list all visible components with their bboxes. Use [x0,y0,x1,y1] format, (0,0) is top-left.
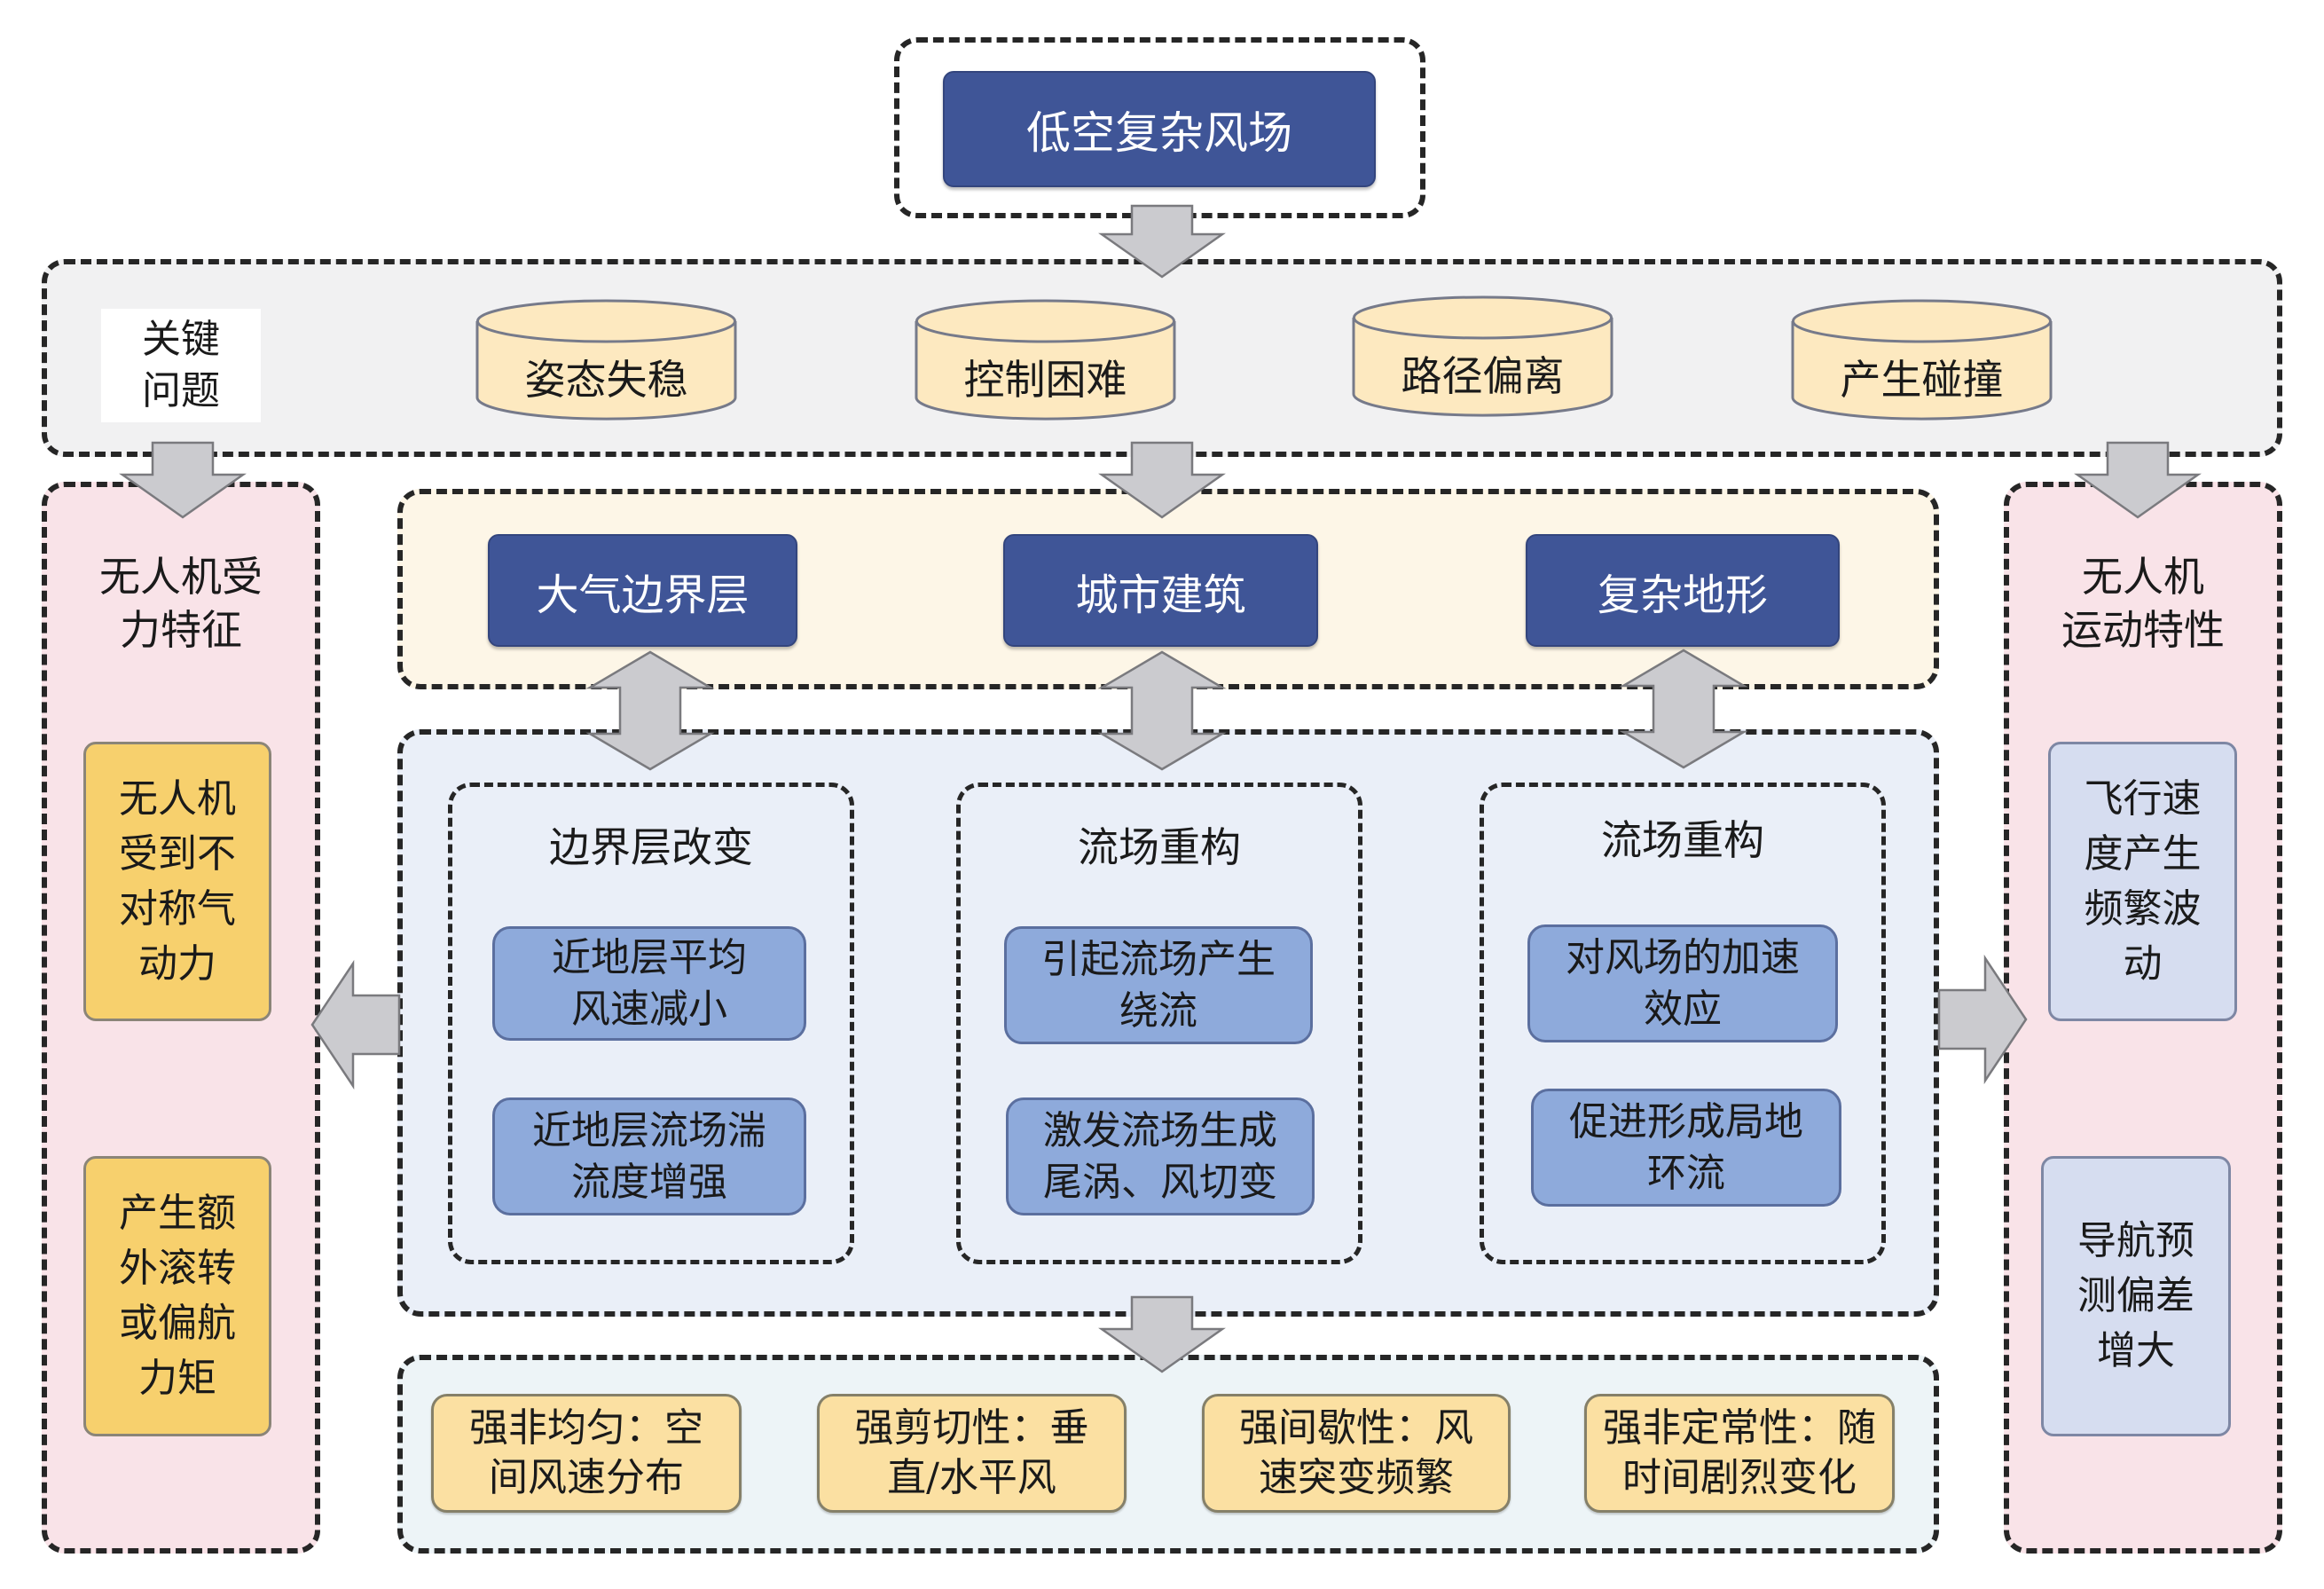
effect-column [956,783,1362,1264]
factor-label: 大气边界层 [536,570,750,620]
wind-feature-item: 强间歇性：风 速突变频繁 [1202,1394,1511,1513]
arrow-down-icon [1098,204,1226,279]
effect-column-title: 流场重构 [1078,823,1241,871]
effect-column [448,783,854,1264]
factor-node: 大气边界层 [488,534,797,647]
factor-node: 复杂地形 [1526,534,1840,647]
arrow-down-icon [2074,441,2202,519]
arrow-right-icon [1937,954,2028,1085]
issue-label: 路径偏离 [1401,352,1565,400]
source-label: 低空复杂风场 [1026,106,1292,159]
double-arrow-icon [1619,649,1748,769]
effect-item: 促进形成局地 环流 [1531,1089,1841,1207]
issue-cylinder: 姿态失稳 [475,298,738,422]
force-item: 无人机 受到不 对称气 动力 [83,742,271,1021]
force-characteristics-title: 无人机受 力特征 [99,553,263,654]
effect-item: 对风场的加速 效应 [1527,924,1838,1042]
effect-item: 近地层流场湍 流度增强 [492,1097,806,1215]
motion-item: 飞行速 度产生 频繁波 动 [2048,742,2237,1021]
issue-cylinder: 路径偏离 [1351,295,1614,419]
double-arrow-icon [585,650,715,771]
key-issues-label: 关键 问题 [101,309,261,422]
motion-item: 导航预 测偏差 增大 [2041,1156,2231,1436]
effect-item: 激发流场生成 尾涡、风切变 [1006,1097,1315,1215]
factor-node: 城市建筑 [1003,534,1318,647]
motion-characteristics-title: 无人机 运动特性 [2061,553,2225,654]
cylinder-icon [1791,299,2053,421]
issue-cylinder: 产生碰撞 [1790,298,2053,422]
factor-label: 复杂地形 [1597,570,1768,620]
force-item: 产生额 外滚转 或偏航 力矩 [83,1156,271,1436]
issue-label: 控制困难 [963,356,1127,404]
source-node: 低空复杂风场 [943,71,1376,187]
cylinder-icon [915,299,1176,421]
effect-column-title: 流场重构 [1601,816,1764,864]
wind-feature-item: 强非均匀：空 间风速分布 [431,1394,742,1513]
wind-feature-item: 强非定常性：随 时间剧烈变化 [1584,1394,1895,1513]
effect-item: 近地层平均 风速减小 [492,926,806,1041]
effect-item: 引起流场产生 绕流 [1004,926,1313,1044]
effect-column [1480,783,1886,1264]
wind-feature-item: 强剪切性：垂 直/水平风 [817,1394,1127,1513]
issue-label: 姿态失稳 [524,356,688,404]
issue-cylinder: 控制困难 [914,298,1177,422]
arrow-left-icon [310,959,401,1090]
cylinder-icon [475,299,737,421]
arrow-down-icon [1098,441,1226,519]
effect-column-title: 边界层改变 [549,823,753,871]
arrow-down-icon [119,441,247,519]
factor-label: 城市建筑 [1075,570,1246,620]
arrow-down-icon [1098,1295,1226,1373]
issue-label: 产生碰撞 [1840,356,2004,404]
cylinder-icon [1352,295,1613,417]
double-arrow-icon [1097,650,1227,771]
